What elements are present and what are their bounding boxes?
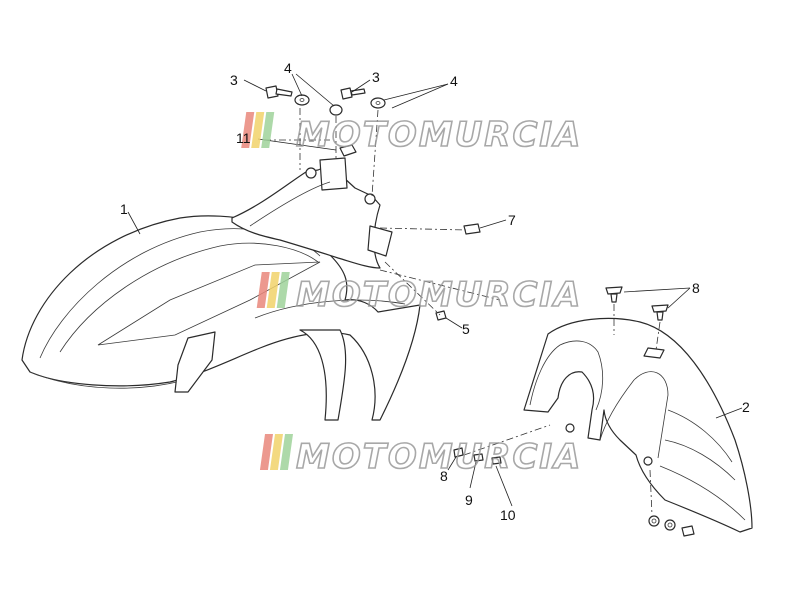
rear-hugger-part-2 (523, 317, 753, 533)
watermark-text: MOTOMURCIA (296, 437, 582, 477)
assembly-lines (264, 108, 661, 516)
watermark-stripe-green (261, 112, 275, 148)
callout-1: 1 (120, 201, 128, 217)
watermark-stripe-yellow (269, 434, 284, 470)
watermark-stripe-red (256, 272, 270, 308)
callout-11: 11 (236, 130, 251, 146)
callout-4-right: 4 (450, 73, 458, 89)
callout-8-bottom: 8 (440, 468, 448, 484)
watermark-bottom: MOTOMURCIA (259, 434, 582, 478)
callout-9: 9 (465, 492, 473, 508)
callout-5: 5 (462, 321, 470, 337)
callout-7: 7 (508, 212, 516, 228)
watermark-stripe-green (276, 272, 290, 308)
callout-10: 10 (500, 507, 516, 523)
watermark-text: MOTOMURCIA (296, 115, 582, 155)
watermark-middle: MOTOMURCIA (256, 272, 582, 316)
watermark-top: MOTOMURCIA (241, 112, 582, 156)
watermark-stripe-yellow (266, 272, 280, 308)
callout-3-left: 3 (230, 72, 238, 88)
leader-lines (127, 73, 743, 507)
watermark-stripe-red (259, 434, 274, 470)
callout-8-top: 8 (692, 280, 700, 296)
watermark-text: MOTOMURCIA (296, 275, 582, 315)
callout-4-left: 4 (284, 60, 292, 76)
callout-2: 2 (742, 399, 750, 415)
callout-3-right: 3 (372, 69, 380, 85)
watermark-stripe-red (241, 112, 255, 148)
watermark-stripe-green (279, 434, 294, 470)
front-mudguard-part-1 (21, 157, 421, 421)
fasteners (265, 85, 695, 537)
watermark-stripe-yellow (251, 112, 265, 148)
callout-labels: 1 2 3 3 4 4 5 7 8 8 9 10 11 (120, 60, 750, 523)
